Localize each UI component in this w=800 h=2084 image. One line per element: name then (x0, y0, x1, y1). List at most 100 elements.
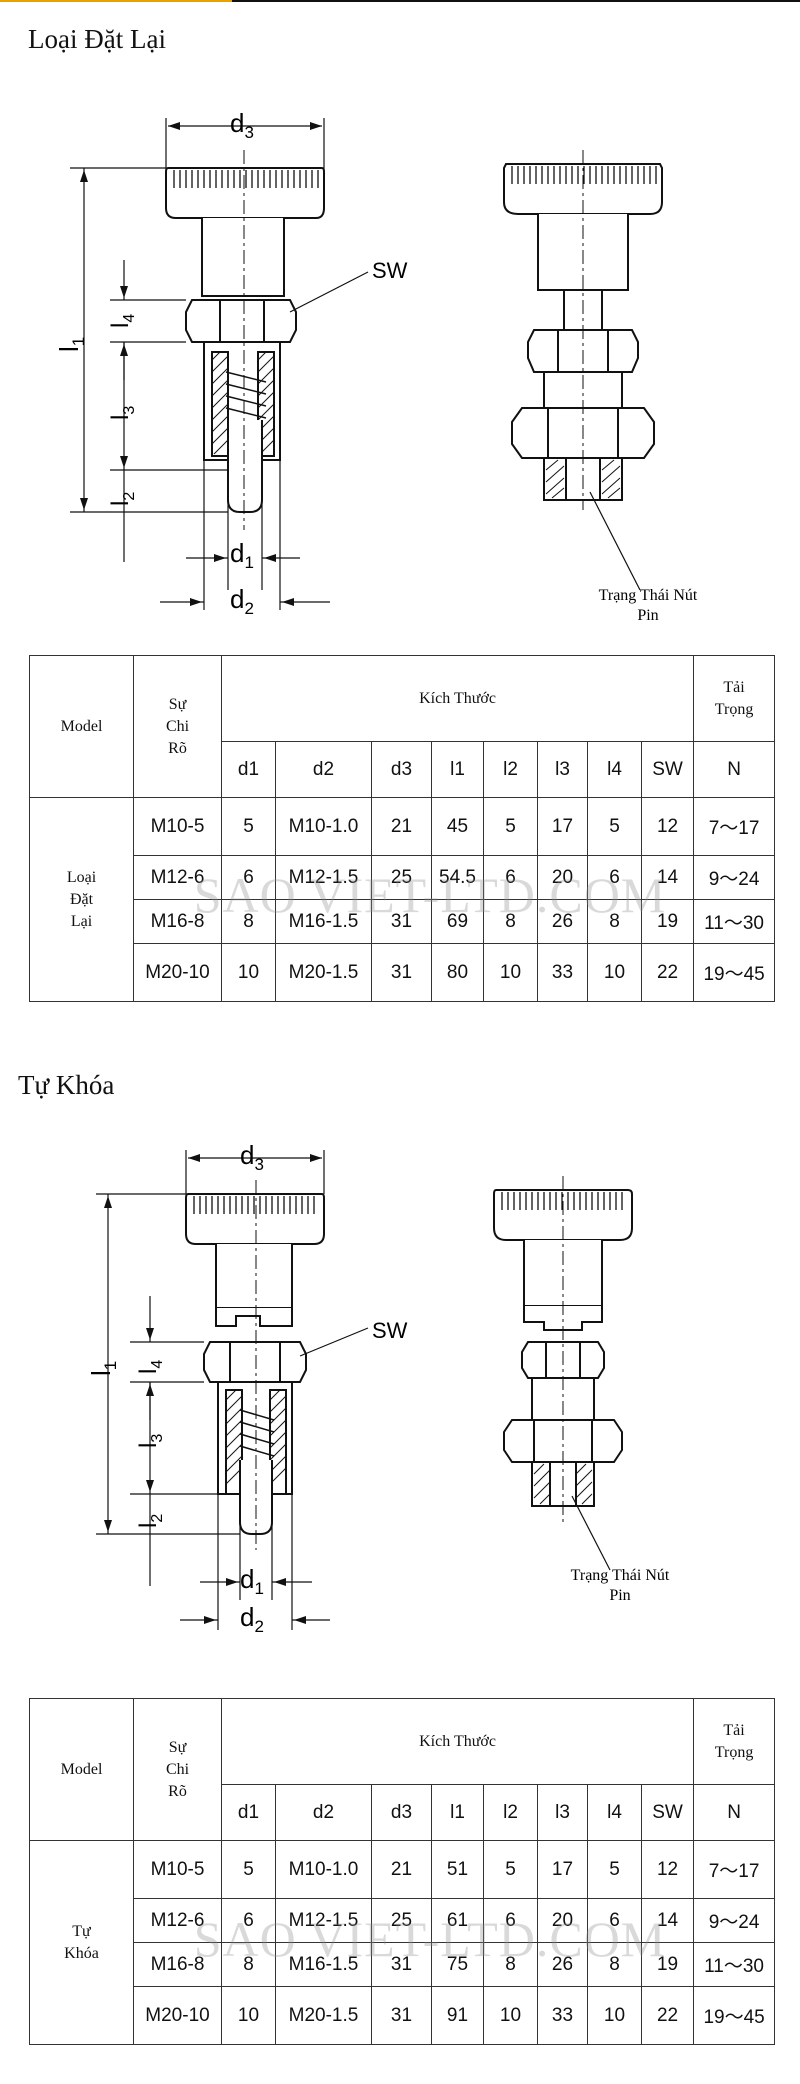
label-l3: l3 (107, 406, 138, 420)
label-d2: d2 (230, 584, 254, 618)
cell: M20-1.5 (275, 943, 372, 1002)
cell: 10 (483, 1986, 538, 2045)
cell: 20 (537, 1898, 588, 1943)
cell: 69 (431, 899, 484, 944)
cell: M12-1.5 (275, 1898, 372, 1943)
table-row: M20-10 10 M20-1.5 31 91 10 33 10 22 19～4… (30, 1986, 776, 2045)
table-row: M20-10 10 M20-1.5 31 80 10 33 10 22 19～4… (30, 943, 776, 1002)
label-l1: l1 (54, 337, 88, 352)
cell: 91 (431, 1986, 484, 2045)
col-l3: l3 (537, 741, 588, 798)
cell: 19～45 (693, 943, 776, 1002)
caption-pin-state-line1: Trạng Thái Nút (571, 1567, 670, 1584)
cell-thread: M16-8 (133, 899, 222, 944)
cell-thread: M16-8 (133, 1942, 222, 1987)
cell: 5 (483, 1840, 538, 1899)
cell: 8 (221, 1942, 276, 1987)
cell: 10 (221, 943, 276, 1002)
section-heading-reset-type: Loại Đặt Lại (28, 24, 166, 54)
col-d3: d3 (371, 1784, 432, 1841)
cell: 19～45 (693, 1986, 776, 2045)
table-row: M16-8 8 M16-1.5 31 69 8 26 8 19 11～30 (30, 899, 776, 944)
cell: 8 (221, 899, 276, 944)
label-d1: d1 (240, 1564, 264, 1598)
col-l3: l3 (537, 1784, 588, 1841)
col-l1: l1 (431, 1784, 484, 1841)
table-row: M12-6 6 M12-1.5 25 54.5 6 20 6 14 9～24 (30, 855, 776, 900)
cell: 21 (371, 1840, 432, 1899)
cell: M10-1.0 (275, 797, 372, 856)
drawing-svg: d3 SW l1 l4 l3 l2 d1 d2 Trạng Thái Nút P… (86, 1140, 670, 1636)
label-l2: l2 (107, 492, 138, 506)
cell: 19 (640, 899, 695, 944)
cell: 31 (371, 899, 432, 944)
label-d2: d2 (240, 1602, 264, 1636)
cell: 14 (640, 1898, 695, 1943)
header-dimensions: Kích Thước (220, 1698, 695, 1785)
label-l4: l4 (135, 1360, 166, 1374)
cell: 8 (483, 1942, 538, 1987)
cell: M10-1.0 (275, 1840, 372, 1899)
cell: M20-1.5 (275, 1986, 372, 2045)
cell: 14 (640, 855, 695, 900)
label-d3: d3 (230, 108, 254, 142)
cell: 10 (221, 1986, 276, 2045)
cell: M16-1.5 (275, 1942, 372, 1987)
cell: 45 (431, 797, 484, 856)
cell-thread: M10-5 (133, 797, 222, 856)
cell: M12-1.5 (275, 855, 372, 900)
label-l3: l3 (135, 1434, 166, 1448)
label-d3: d3 (240, 1140, 264, 1174)
section-heading-self-lock: Tự Khóa (18, 1070, 115, 1100)
col-d2: d2 (275, 1784, 372, 1841)
cell: 5 (587, 797, 642, 856)
cell: 17 (537, 797, 588, 856)
col-d2: d2 (275, 741, 372, 798)
cell: 11～30 (693, 899, 776, 944)
cell: 80 (431, 943, 484, 1002)
caption-pin-state-line1: Trạng Thái Nút (599, 587, 698, 604)
cell: M16-1.5 (275, 899, 372, 944)
col-n: N (693, 741, 776, 798)
cell: 20 (537, 855, 588, 900)
cell: 22 (640, 1986, 695, 2045)
cell: 7～17 (693, 1840, 776, 1899)
table-row: M12-6 6 M12-1.5 25 61 6 20 6 14 9～24 (30, 1898, 776, 1943)
col-l2: l2 (483, 741, 538, 798)
label-l2: l2 (135, 1514, 166, 1528)
label-l1: l1 (86, 1361, 120, 1376)
cell: 5 (221, 797, 276, 856)
technical-drawing-self-lock: d3 SW l1 l4 l3 l2 d1 d2 Trạng Thái Nút P… (0, 1130, 800, 1690)
cell: 61 (431, 1898, 484, 1943)
cell: 54.5 (431, 855, 484, 900)
cell: 22 (640, 943, 695, 1002)
top-rule (0, 0, 800, 2)
cell-thread: M20-10 (133, 943, 222, 1002)
cell-thread: M10-5 (133, 1840, 222, 1899)
cell: 51 (431, 1840, 484, 1899)
col-sw: SW (640, 741, 695, 798)
header-dimensions: Kích Thước (220, 655, 695, 742)
cell: 5 (483, 797, 538, 856)
cell: 6 (587, 855, 642, 900)
cell: 10 (483, 943, 538, 1002)
cell: 25 (371, 855, 432, 900)
cell: 8 (483, 899, 538, 944)
col-d1: d1 (221, 1784, 276, 1841)
cell: 5 (221, 1840, 276, 1899)
cell-thread: M20-10 (133, 1986, 222, 2045)
cell: 6 (483, 855, 538, 900)
cell: 26 (537, 899, 588, 944)
cell: 11～30 (693, 1942, 776, 1987)
cell: 5 (587, 1840, 642, 1899)
cell: 10 (587, 943, 642, 1002)
cell: 7～17 (693, 797, 776, 856)
